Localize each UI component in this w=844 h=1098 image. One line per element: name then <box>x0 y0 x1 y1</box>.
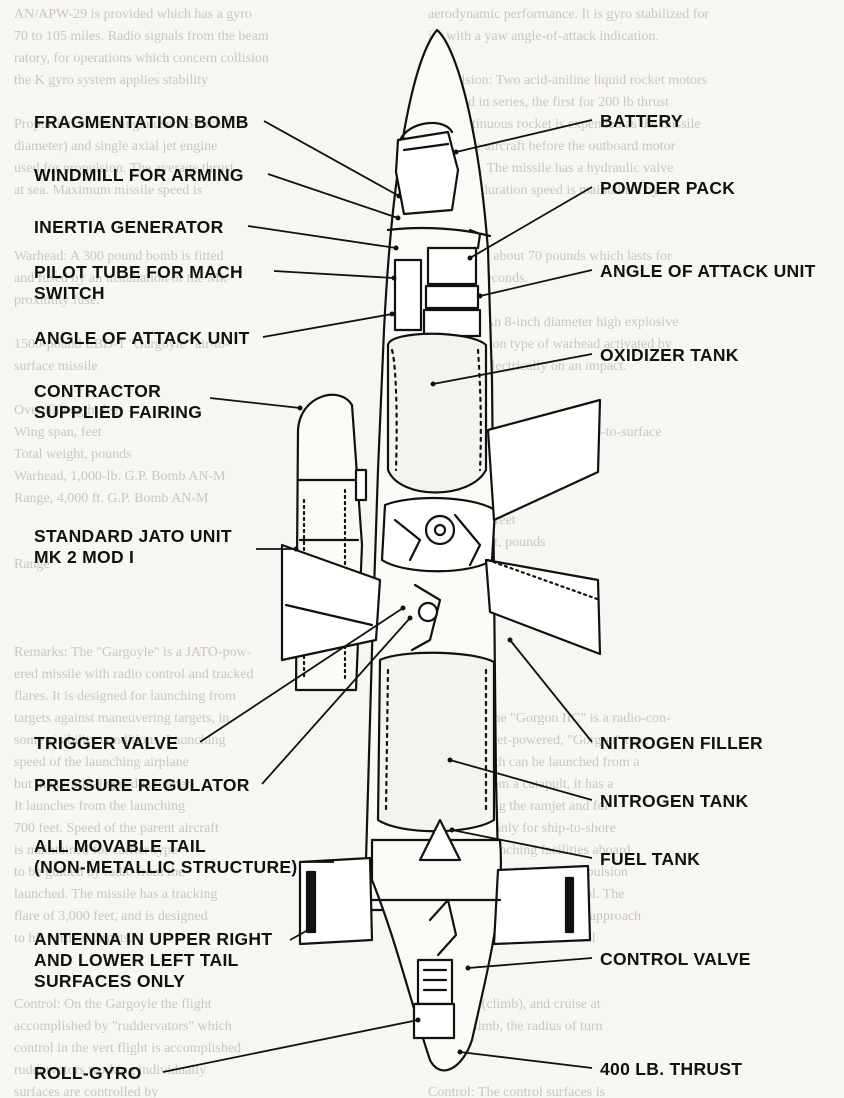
label-tail-line2: (NON-METALLIC STRUCTURE) <box>34 857 298 877</box>
leader-pressure-regulator <box>261 617 411 785</box>
label-jato-line2: MK 2 MOD I <box>34 547 135 567</box>
label-battery: BATTERY <box>600 111 683 131</box>
label-pressure-regulator: PRESSURE REGULATOR <box>34 775 250 795</box>
leader-fragmentation-bomb <box>263 120 400 197</box>
leader-inertia-generator <box>247 225 397 249</box>
label-antenna-line1: ANTENNA IN UPPER RIGHT <box>34 929 273 949</box>
label-angle-of-attack-left: ANGLE OF ATTACK UNIT <box>34 328 250 348</box>
leader-pilot-tube <box>273 270 395 279</box>
label-400lb-thrust: 400 LB. THRUST <box>600 1059 743 1079</box>
leader-roll-gyro <box>162 1019 419 1073</box>
valve-machinery <box>380 496 497 652</box>
leader-control-valve <box>467 957 593 969</box>
leader-angle-attack-left <box>262 313 393 338</box>
oxidizer-tank <box>386 332 488 494</box>
leader-battery <box>455 119 593 153</box>
label-antenna-line2: AND LOWER LEFT TAIL <box>34 950 239 970</box>
equipment-stack <box>393 228 482 338</box>
leader-windmill <box>267 173 399 219</box>
left-wing-fin <box>280 543 382 662</box>
label-angle-of-attack-right: ANGLE OF ATTACK UNIT <box>600 261 816 281</box>
label-oxidizer-tank: OXIDIZER TANK <box>600 345 739 365</box>
label-powder-pack: POWDER PACK <box>600 178 736 198</box>
label-roll-gyro: ROLL-GYRO <box>34 1063 142 1083</box>
label-windmill-for-arming: WINDMILL FOR ARMING <box>34 165 244 185</box>
leader-contractor-fairing <box>209 397 301 409</box>
leader-antenna <box>289 929 309 941</box>
label-inertia-generator: INERTIA GENERATOR <box>34 217 224 237</box>
label-contractor-line1: CONTRACTOR <box>34 381 162 401</box>
leader-angle-attack-right <box>479 269 593 297</box>
label-nitrogen-filler: NITROGEN FILLER <box>600 733 763 753</box>
leader-lines <box>162 119 593 1073</box>
nitrogen-tank <box>376 651 496 833</box>
label-antenna-line3: SURFACES ONLY <box>34 971 186 991</box>
label-nitrogen-tank: NITROGEN TANK <box>600 791 749 811</box>
right-lower-fin <box>484 558 602 656</box>
left-tail-fin <box>298 856 374 946</box>
label-jato-line1: STANDARD JATO UNIT <box>34 526 232 546</box>
label-control-valve: CONTROL VALVE <box>600 949 751 969</box>
leader-oxidizer-tank <box>432 353 593 385</box>
label-contractor-line2: SUPPLIED FAIRING <box>34 402 203 422</box>
right-tail-fin <box>492 864 592 946</box>
leader-powder-pack <box>469 186 593 259</box>
label-fuel-tank: FUEL TANK <box>600 849 701 869</box>
leader-trigger-valve <box>199 607 404 743</box>
label-trigger-valve: TRIGGER VALVE <box>34 733 179 753</box>
roll-gyro-unit <box>412 958 456 1040</box>
battery-unit <box>394 121 460 216</box>
leader-fuel-tank <box>451 829 593 859</box>
label-fragmentation-bomb: FRAGMENTATION BOMB <box>34 112 249 132</box>
leader-nitrogen-tank <box>449 759 593 801</box>
label-tail-line1: ALL MOVABLE TAIL <box>34 836 207 856</box>
right-upper-fin <box>486 398 602 522</box>
arrowheads <box>293 149 513 1055</box>
upper-tail-fin <box>418 818 462 862</box>
leader-thrust <box>459 1051 593 1069</box>
label-pilot-tube-line2: SWITCH <box>34 283 105 303</box>
leader-nitrogen-filler <box>509 639 593 743</box>
label-pilot-tube-line1: PILOT TUBE FOR MACH <box>34 262 243 282</box>
